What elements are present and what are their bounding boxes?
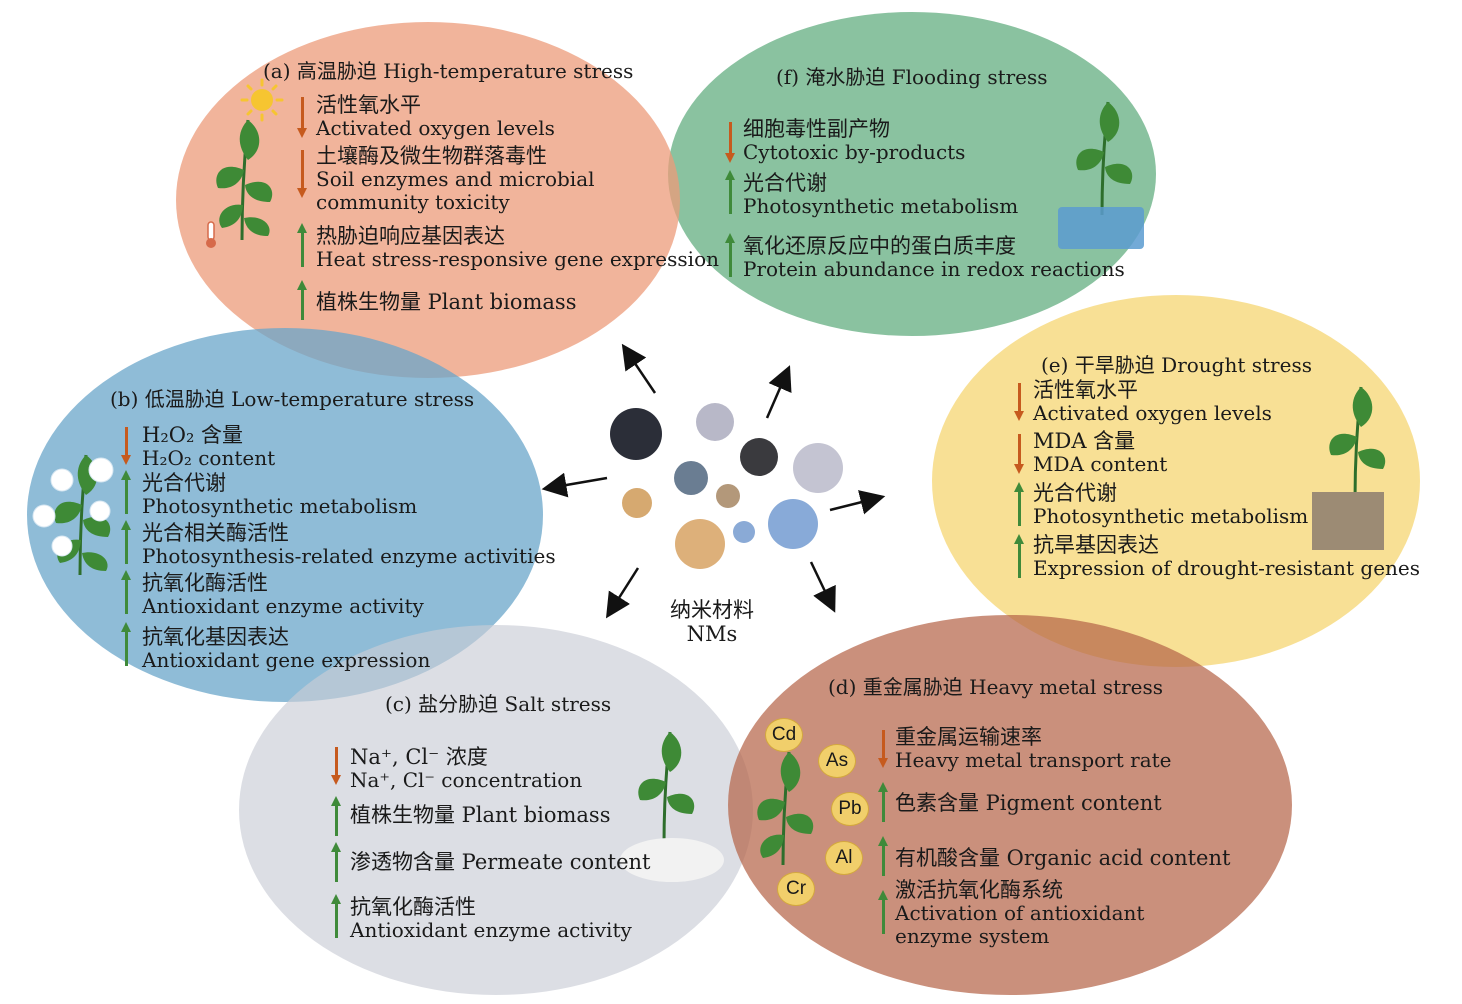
panel-c-item: 渗透物含量 Permeate content [350, 850, 651, 874]
ellipse-low-temperature [27, 328, 543, 702]
up-arrow-icon [878, 836, 888, 876]
plant-icon [638, 731, 695, 846]
arrow-to-high-temperature [621, 343, 657, 394]
center-label-en: NMs [686, 622, 738, 646]
metal-badge-al: Al [825, 841, 863, 875]
up-arrow-icon [878, 890, 888, 934]
panel-c-item: 植株生物量 Plant biomass [350, 803, 611, 827]
metal-badge-cr: Cr [777, 872, 815, 906]
down-arrow-icon [121, 427, 131, 465]
plant-icon [1329, 386, 1386, 501]
down-arrow-icon [297, 97, 307, 138]
panel-a-item: 植株生物量 Plant biomass [316, 290, 577, 314]
ellipse-salt [239, 625, 753, 995]
center-label: 纳米材料 NMs [670, 598, 754, 646]
nanoparticle-circle [740, 438, 778, 476]
nanoparticle-circle [696, 403, 734, 441]
panel-c-title: (c) 盐分胁迫 Salt stress [385, 692, 612, 716]
panel-d-item: 有机酸含量 Organic acid content [895, 846, 1231, 870]
water-icon [1058, 207, 1144, 249]
plant-icon [757, 751, 814, 866]
up-arrow-icon [121, 470, 131, 514]
nanoparticle-circle [674, 461, 708, 495]
center-arrows [541, 343, 886, 619]
up-arrow-icon [331, 796, 341, 836]
panel-d-item: 色素含量 Pigment content [895, 791, 1162, 815]
up-arrow-icon [878, 782, 888, 822]
up-arrow-icon [725, 170, 735, 214]
panel-b-title: (b) 低温胁迫 Low-temperature stress [110, 387, 475, 411]
down-arrow-icon [878, 730, 888, 768]
up-arrow-icon [331, 894, 341, 938]
plant-icon [216, 119, 273, 241]
down-arrow-icon [1014, 383, 1024, 421]
nanoparticle-circle [733, 521, 755, 543]
arrow-to-low-temperature [541, 472, 608, 498]
sun-icon [240, 78, 284, 122]
up-arrow-icon [297, 280, 307, 320]
panel-f-title: (f) 淹水胁迫 Flooding stress [776, 65, 1048, 89]
center-label-cn: 纳米材料 [670, 598, 754, 622]
nanoparticle-circle [793, 443, 843, 493]
plant-icon [1076, 101, 1133, 216]
arrow-to-salt [605, 567, 640, 619]
down-arrow-icon [331, 747, 341, 785]
nanoparticle-cluster [610, 403, 843, 569]
metal-badge-cd: Cd [765, 718, 803, 752]
nanoparticle-circle [716, 484, 740, 508]
up-arrow-icon [1014, 534, 1024, 578]
metal-badge-as: As [818, 744, 856, 778]
ellipse-flooding [668, 12, 1156, 336]
panel-d-title: (d) 重金属胁迫 Heavy metal stress [828, 675, 1164, 699]
nanoparticle-circle [675, 519, 725, 569]
arrow-to-drought [829, 490, 886, 515]
down-arrow-icon [1014, 434, 1024, 474]
up-arrow-icon [297, 223, 307, 267]
cracked-soil-icon [1312, 492, 1384, 550]
up-arrow-icon [1014, 482, 1024, 526]
arrow-to-flooding [765, 365, 792, 419]
nanoparticle-circle [622, 488, 652, 518]
metal-badge-pb: Pb [831, 792, 869, 826]
nanoparticle-circle [768, 499, 818, 549]
nanoparticle-circle [610, 408, 662, 460]
arrow-to-heavy-metal [809, 561, 836, 613]
panel-a-title: (a) 高温胁迫 High-temperature stress [263, 59, 634, 83]
thermometer-icon [206, 221, 216, 248]
ellipse-heavy-metal [728, 615, 1292, 995]
down-arrow-icon [725, 122, 735, 163]
up-arrow-icon [121, 520, 131, 564]
panel-e-title: (e) 干旱胁迫 Drought stress [1041, 353, 1312, 377]
down-arrow-icon [297, 150, 307, 198]
ellipse-drought [932, 295, 1420, 667]
up-arrow-icon [121, 622, 131, 666]
snowflake-icon [32, 457, 114, 557]
up-arrow-icon [121, 570, 131, 614]
up-arrow-icon [725, 233, 735, 277]
salt-pile-icon [620, 838, 724, 882]
up-arrow-icon [331, 842, 341, 882]
